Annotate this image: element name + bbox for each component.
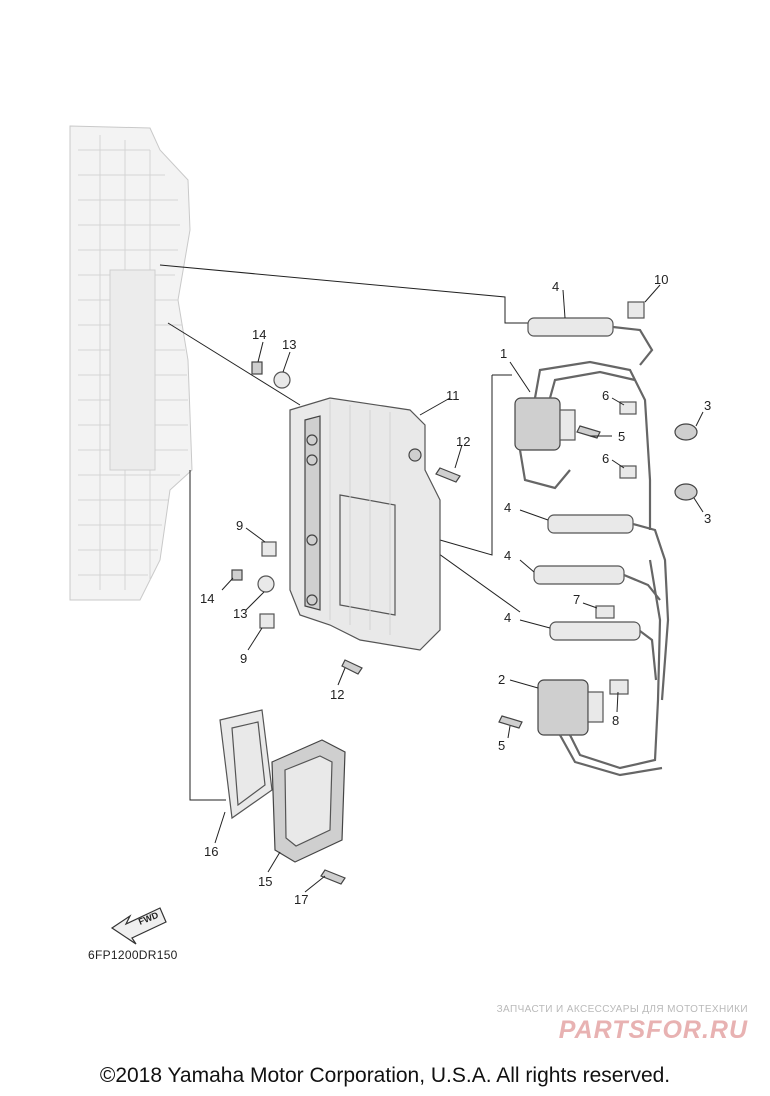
clip-9a <box>261 541 277 557</box>
bolt-17 <box>320 869 346 885</box>
watermark-tagline: ЗАПЧАСТИ И АКСЕССУАРЫ ДЛЯ МОТОТЕХНИКИ <box>496 1004 748 1015</box>
callout-3a: 3 <box>704 398 711 413</box>
callout-11: 11 <box>446 388 460 403</box>
callout-9a: 9 <box>236 518 243 533</box>
callout-leaders <box>214 284 704 893</box>
plug-cap-4b <box>547 514 634 534</box>
hardware <box>231 361 601 885</box>
callout-12b: 12 <box>330 687 344 702</box>
callout-13a: 13 <box>282 337 296 352</box>
callout-labels: 1 2 3 3 4 4 4 4 5 5 6 6 7 8 9 9 10 11 12… <box>200 272 711 907</box>
callout-4b: 4 <box>504 500 511 515</box>
bolt-14a <box>251 361 263 375</box>
callout-13b: 13 <box>233 606 247 621</box>
callout-2: 2 <box>498 672 505 687</box>
copyright-notice: ©2018 Yamaha Motor Corporation, U.S.A. A… <box>99 1064 671 1087</box>
bolt-5b <box>498 715 523 729</box>
gasket-and-unit <box>219 709 346 863</box>
bolt-12b <box>341 659 363 675</box>
bracket-part-11 <box>289 397 441 651</box>
clip-8 <box>609 679 629 695</box>
connector-10 <box>627 301 645 319</box>
clip-9b <box>259 613 275 629</box>
callout-6b: 6 <box>602 451 609 466</box>
callout-1: 1 <box>500 346 507 361</box>
callout-5a: 5 <box>618 429 625 444</box>
callout-5b: 5 <box>498 738 505 753</box>
plug-cap-4a <box>527 317 614 337</box>
plug-caps <box>527 317 670 701</box>
callout-14a: 14 <box>252 327 266 342</box>
callout-6a: 6 <box>602 388 609 403</box>
callout-3b: 3 <box>704 511 711 526</box>
clip-6b <box>619 465 637 479</box>
watermark-brand: PARTSFOR.RU <box>558 1016 748 1044</box>
plug-cap-4c <box>533 565 625 585</box>
callout-4d: 4 <box>504 610 511 625</box>
callout-4c: 4 <box>504 548 511 563</box>
bolt-5a <box>576 425 601 439</box>
diagram-code: 6FP1200DR150 <box>88 948 178 962</box>
grommet-3b <box>674 483 698 501</box>
ignition-coil-2 <box>537 679 589 736</box>
clip-7 <box>595 605 615 619</box>
callout-8: 8 <box>612 713 619 728</box>
ignition-coil-1 <box>514 397 561 451</box>
callout-4a: 4 <box>552 279 559 294</box>
callout-16: 16 <box>204 844 218 859</box>
callout-9b: 9 <box>240 651 247 666</box>
collar-13b <box>257 575 275 593</box>
grommet-3a <box>674 423 698 441</box>
ignition-coils <box>514 360 663 777</box>
small-parts <box>595 301 698 695</box>
callout-10: 10 <box>654 272 668 287</box>
plug-cap-4d <box>549 621 641 641</box>
collar-13a <box>273 371 291 389</box>
callout-17: 17 <box>294 892 308 907</box>
fwd-arrow: FWD <box>110 907 167 945</box>
bolt-14b <box>231 569 243 581</box>
callout-12a: 12 <box>456 434 470 449</box>
engine-block <box>69 125 193 601</box>
callout-14b: 14 <box>200 591 214 606</box>
callout-7: 7 <box>573 592 580 607</box>
bolt-12a <box>435 467 461 483</box>
callout-15: 15 <box>258 874 272 889</box>
